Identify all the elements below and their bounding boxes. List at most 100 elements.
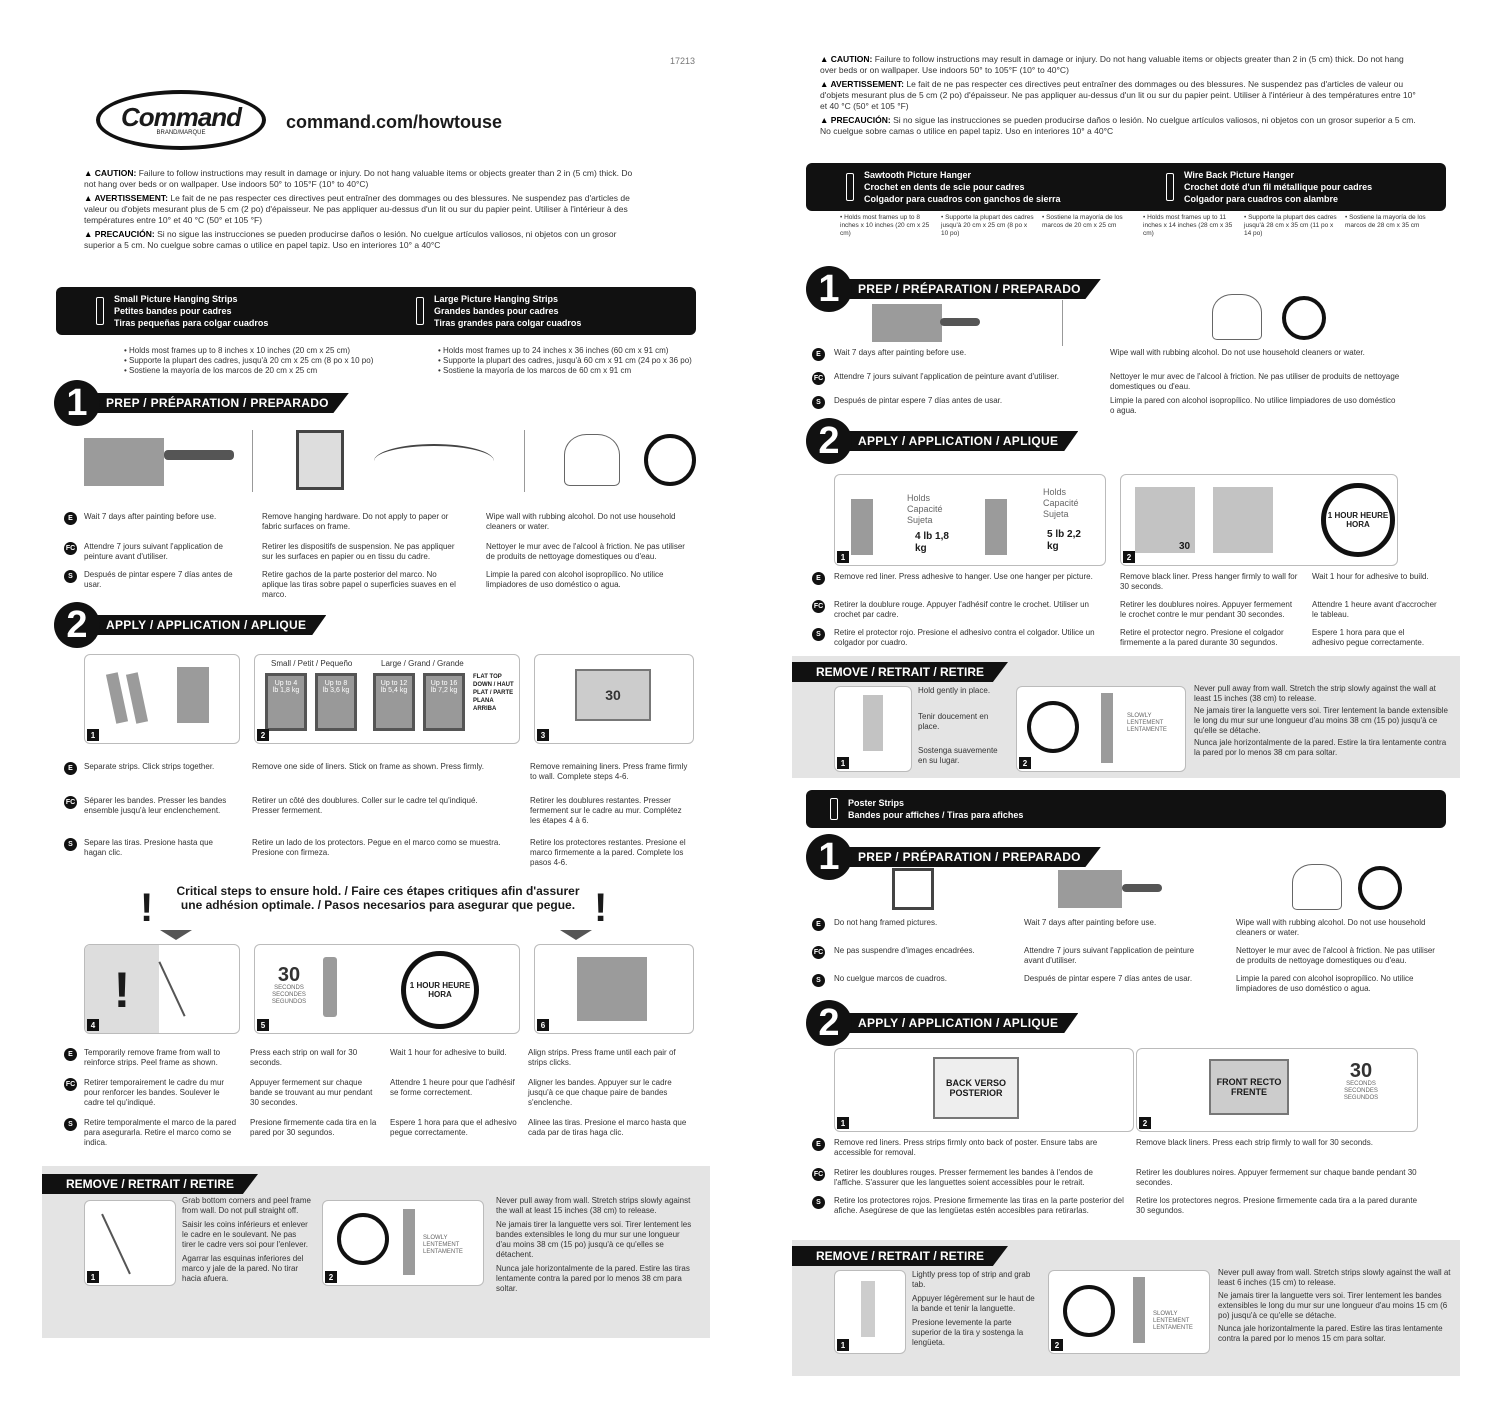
product-small: Small Picture Hanging Strips Petites ban… [56,293,376,329]
step-label: APPLY / APPLICATION / APLIQUE [844,1013,1079,1033]
step-label: PREP / PRÉPARATION / PREPARADO [92,393,349,413]
align-frame-illustration [577,957,647,1021]
clock-icon: 1 HOUR HEURE HORA [401,951,479,1029]
arrow-down-icon [160,930,192,940]
strip-press-illustration [323,957,337,1017]
command-logo: Command BRAND/MARQUE [96,90,266,150]
remove-panel-2: SLOWLY LENTEMENT LENTAMENTE 2 [322,1200,484,1286]
holds-grid: • Holds most frames up to 8 inches x 10 … [840,214,1426,237]
step-2-header: 2 APPLY / APPLICATION / APLIQUE [54,602,327,648]
no-cleaner-icon [1282,296,1326,340]
size-card: Up to 4 lb 1,8 kg [265,673,307,731]
critical-steps-note: Critical steps to ensure hold. / Faire c… [176,884,580,912]
grab-tab-illustration [861,1281,875,1337]
brand-url[interactable]: command.com/howtouse [286,112,503,132]
hanger-panel-1: Holds Capacité Sujeta 4 lb 1,8 kg Holds … [834,474,1106,566]
clock-icon: 1 HOUR HEURE HORA [1321,483,1395,557]
strip-stretch-illustration [1101,693,1113,763]
frame-press-illustration: 30 [575,669,651,721]
remove-section: REMOVE / RETRAIT / RETIRE 1 Grab bottom … [42,1166,710,1338]
strip-illustration [125,672,149,724]
exclamation-icon: ! [594,886,608,930]
step-2-col-2: Remove one side of liners. Stick on fram… [252,762,501,857]
poster-back: BACK VERSO POSTERIOR [933,1057,1019,1119]
strip-icon [96,297,104,325]
remove-text-2: Never pull away from wall. Stretch the s… [1194,684,1448,757]
exclamation-icon: ! [140,886,154,930]
holds-small: • Holds most frames up to 8 inches x 10 … [124,346,374,375]
hanger-icon [846,173,854,201]
step-4-col-1: Temporarily remove frame from wall to re… [84,1048,237,1147]
poster-prep-2: Wait 7 days after painting before use. A… [1024,918,1195,983]
remove-panel-2: SLOWLY LENTEMENT LENTAMENTE 2 [1016,686,1186,772]
hold-hanger-illustration [863,695,883,751]
thirty-seconds: 30 SECONDS SECONDES SEGUNDOS [271,964,307,1005]
caution-block: ▲ CAUTION: Failure to follow instruction… [820,54,1416,136]
no-pull-icon [1027,701,1079,753]
remove-label: REMOVE / RETRAIT / RETIRE [42,1174,259,1194]
strip-icon [830,798,838,820]
remove-text-1: Hold gently in place. Tenir doucement en… [918,686,998,765]
product-bar: Sawtooth Picture Hanger Crochet en dents… [806,163,1446,211]
apply-text-3: Wait 1 hour for adhesive to build. Atten… [1312,572,1437,647]
wall-panel-icon [1058,870,1122,908]
no-cleaner-icon [644,434,696,486]
size-card: Up to 8 lb 3,6 kg [315,673,357,731]
step-1-illustrations [84,430,696,500]
poster-prep-3: Wipe wall with rubbing alcohol. Do not u… [1236,918,1435,993]
step-number: 1 [806,834,852,880]
poster-front: FRONT RECTO FRENTE [1209,1059,1289,1115]
weight-sawtooth: 4 lb 1,8 kg [915,531,949,554]
remove-panel-1: 1 [84,1200,176,1286]
wall-panel-icon [84,438,164,486]
poster-panel-1: BACK VERSO POSTERIOR 1 [834,1048,1134,1132]
strip-click-illustration [177,667,209,723]
remove-text-1: Grab bottom corners and peel frame from … [182,1196,311,1283]
poster-prep-1: Do not hang framed pictures. Ne pas susp… [834,918,975,983]
arrow-down-icon [560,930,592,940]
apply-panel-2: Small / Petit / Pequeño Large / Grand / … [254,654,520,744]
strip-illustration [105,672,129,724]
step-4-col-3: Wait 1 hour for adhesive to build. Atten… [390,1048,517,1137]
paint-roller-icon [164,450,234,460]
press-hanger-illustration [1135,487,1195,553]
remove-panel-1: 1 [834,686,912,772]
step-label: APPLY / APPLICATION / APLIQUE [92,615,327,635]
remove-panel-2: SLOWLY LENTEMENT LENTAMENTE 2 [1048,1270,1210,1354]
sawtooth-hanger-illustration [851,499,873,555]
poster-strips: Poster Strips Bandes pour affiches / Tir… [806,797,1446,821]
remove-label: REMOVE / RETRAIT / RETIRE [792,1246,1009,1266]
step-1-header: 1 PREP / PRÉPARATION / PREPARADO [806,266,1101,312]
step-2-header: 2 APPLY / APPLICATION / APLIQUE [806,418,1079,464]
remove-panel-1: 1 [834,1270,906,1354]
product-wireback: Wire Back Picture Hanger Crochet doté d'… [1126,169,1446,205]
critical-panel-5: 30 SECONDS SECONDES SEGUNDOS 1 HOUR HEUR… [254,944,520,1034]
product-large: Large Picture Hanging Strips Grandes ban… [376,293,696,329]
critical-panel-4: ! 4 [84,944,240,1034]
no-cleaner-icon [1358,866,1402,910]
peel-frame-illustration [158,961,186,1017]
remove-text-2: Never pull away from wall. Stretch strip… [496,1196,692,1293]
step-4-col-4: Align strips. Press frame until each pai… [528,1048,687,1137]
step-label: PREP / PRÉPARATION / PREPARADO [844,847,1101,867]
remove-text-2: Never pull away from wall. Stretch strip… [1218,1268,1451,1343]
step-number: 2 [806,1000,852,1046]
poster-remove-section: REMOVE / RETRAIT / RETIRE 1 Lightly pres… [792,1240,1460,1376]
poster-step-1-header: 1 PREP / PRÉPARATION / PREPARADO [806,834,1101,880]
weight-wireback: 5 lb 2,2 kg [1047,529,1081,552]
hanger-panel-2: 30 1 HOUR HEURE HORA 2 [1120,474,1398,566]
logo-text: Command [120,102,242,132]
paint-roller-icon [940,318,980,326]
strip-icon [416,297,424,325]
caution-block: ▲ CAUTION: Failure to follow instruction… [84,168,633,250]
remove-section: REMOVE / RETRAIT / RETIRE 1 Hold gently … [792,656,1460,778]
prep-text: Wait 7 days after painting before use. A… [834,348,1059,405]
poster-panel-2: FRONT RECTO FRENTE 30 SECONDS SECONDES S… [1136,1048,1418,1132]
press-hanger-illustration [1213,487,1273,553]
product-sawtooth: Sawtooth Picture Hanger Crochet en dents… [806,169,1126,205]
peel-illustration [101,1213,131,1275]
remove-text-1: Lightly press top of strip and grab tab.… [912,1270,1035,1347]
step-label: APPLY / APPLICATION / APLIQUE [844,431,1079,451]
hanger-icon [1166,173,1174,201]
exclamation-icon: ! [85,945,159,1033]
